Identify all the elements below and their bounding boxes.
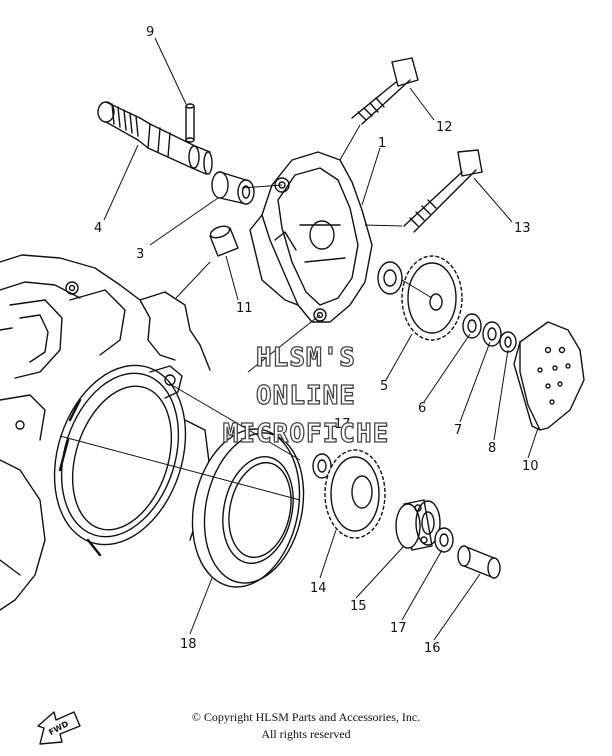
callout-18: 18 — [180, 637, 197, 652]
part-3-collar — [211, 171, 255, 205]
part-11-dowel — [209, 225, 239, 257]
watermark-line-3: MICROFICHE — [223, 419, 390, 449]
callout-10: 10 — [522, 459, 539, 474]
callout-9: 9 — [146, 25, 154, 40]
part-8-clip — [499, 331, 517, 353]
part-12-bolt — [351, 57, 419, 125]
part-4-shaft — [97, 101, 213, 175]
callout-14: 14 — [310, 581, 327, 596]
part-16-pin — [457, 545, 501, 579]
callout-8: 8 — [488, 441, 496, 456]
callout-15: 15 — [350, 599, 367, 614]
callout-5: 5 — [380, 379, 388, 394]
leader-lines — [103, 37, 539, 641]
callout-7: 7 — [454, 423, 462, 438]
watermark: HLSM'S ONLINE MICROFICHE — [222, 342, 390, 449]
callout-13: 13 — [514, 221, 531, 236]
callout-3: 3 — [136, 247, 144, 262]
callout-6: 6 — [418, 401, 426, 416]
part-1-cover — [249, 151, 373, 323]
callout-16: 16 — [424, 641, 441, 656]
part-9-pin — [185, 103, 195, 143]
copyright-line-2: All rights reserved — [261, 727, 351, 741]
callout-17-upper: 17 — [334, 417, 351, 432]
callout-12: 12 — [436, 120, 453, 135]
watermark-line-2: ONLINE — [256, 381, 356, 411]
part-17-washer-upper — [312, 453, 332, 479]
assembly-lines — [59, 124, 433, 501]
part-15-bearing — [395, 499, 441, 551]
part-14-gear — [324, 449, 386, 539]
part-7-washer — [482, 321, 502, 347]
crankcase — [0, 254, 211, 611]
callout-labels: 9 12 1 13 4 3 11 5 6 7 8 10 17 14 15 17 … — [94, 25, 539, 656]
part-10-plate — [513, 321, 585, 431]
part-6-nut — [462, 313, 482, 339]
copyright-line-1: © Copyright HLSM Parts and Accessories, … — [191, 710, 421, 724]
part-2-bushing — [377, 261, 403, 295]
callout-17-lower: 17 — [390, 621, 407, 636]
watermark-line-1: HLSM'S — [256, 343, 356, 373]
part-13-bolt — [403, 149, 483, 233]
callout-4: 4 — [94, 221, 102, 236]
callout-11: 11 — [236, 301, 253, 316]
callout-1: 1 — [378, 136, 386, 151]
part-17-washer-lower — [434, 527, 454, 553]
part-18-seal — [191, 428, 305, 588]
